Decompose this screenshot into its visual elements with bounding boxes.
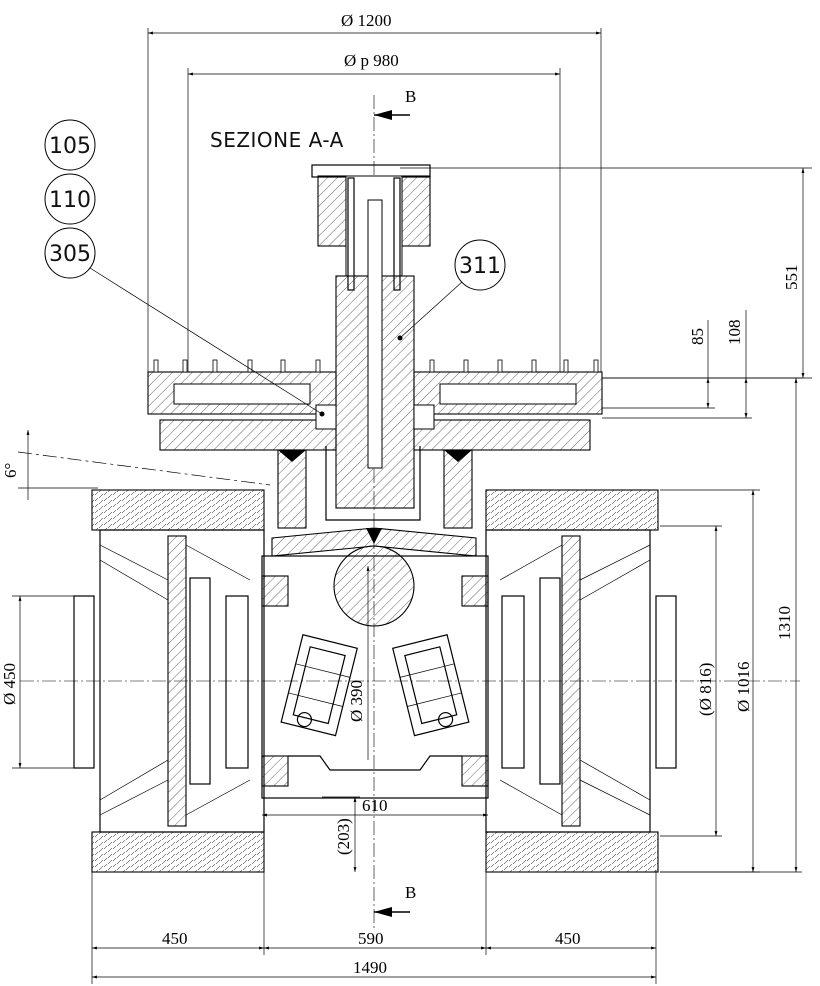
dim-height-1310 — [602, 377, 802, 873]
flange-bolt — [429, 359, 435, 373]
dim-height-203-label: (203) — [334, 818, 353, 855]
flange-bolt — [315, 359, 321, 373]
dim-bottom-total-label: 1490 — [353, 958, 387, 977]
balloon-311 — [397, 239, 506, 341]
dim-width-610-label: 610 — [362, 796, 388, 815]
dim-height-203 — [322, 796, 360, 872]
dim-angle-label: 6° — [1, 463, 20, 478]
balloon-311-label: 311 — [459, 254, 501, 279]
dim-bottom-mid-label: 590 — [358, 929, 384, 948]
balloon-305-label: 305 — [49, 242, 91, 267]
central-housing — [261, 527, 489, 799]
flange-bolt — [153, 359, 159, 373]
flange-bolt — [563, 359, 569, 373]
dim-top-pitch-label: Ø p 980 — [344, 51, 399, 70]
dim-bottom-right-label: 450 — [555, 929, 581, 948]
flange-bolt — [212, 359, 218, 373]
section-marker-bottom-label: B — [405, 883, 416, 902]
balloon-110 — [44, 173, 96, 225]
dim-dia-1016 — [660, 489, 760, 873]
spindle-legs — [277, 449, 473, 529]
top-flange — [147, 359, 603, 451]
dim-top-pitch — [187, 68, 561, 372]
flange-bolt — [593, 359, 599, 373]
section-marker-top — [374, 110, 410, 120]
flange-bolt — [247, 359, 253, 373]
flange-bolt — [182, 359, 188, 373]
section-title: SEZIONE A-A — [210, 128, 344, 152]
dim-dia-450-label: Ø 450 — [0, 663, 19, 705]
dim-height-551-label: 551 — [782, 265, 801, 291]
right-wheel — [485, 489, 677, 873]
dim-dia-450 — [12, 595, 80, 769]
dim-dia-1016-label: Ø 1016 — [734, 661, 753, 712]
dim-height-108-label: 108 — [725, 320, 744, 346]
dim-top-outer — [147, 28, 602, 372]
dim-dia-390-label: Ø 390 — [347, 680, 366, 722]
dim-height-85 — [602, 320, 715, 409]
balloon-110-label: 110 — [49, 188, 91, 213]
section-marker-bottom — [374, 907, 410, 917]
dim-dia-816 — [660, 525, 722, 837]
left-motor — [280, 633, 358, 737]
flange-bolt — [280, 359, 286, 373]
section-marker-top-label: B — [405, 87, 416, 106]
dim-height-1310-label: 1310 — [775, 606, 794, 640]
right-motor — [392, 633, 470, 737]
dim-height-85-label: 85 — [688, 328, 707, 345]
balloon-105 — [44, 119, 96, 171]
flange-bolt — [497, 359, 503, 373]
left-wheel — [73, 489, 265, 873]
balloon-305 — [44, 227, 325, 417]
shaft-311 — [325, 199, 421, 521]
flange-bolt — [463, 359, 469, 373]
balloon-105-label: 105 — [49, 134, 91, 159]
dim-bottom-chain — [91, 870, 657, 984]
dim-height-108 — [602, 310, 752, 419]
dim-dia-816-label: (Ø 816) — [696, 663, 715, 716]
dim-top-outer-label: Ø 1200 — [341, 11, 392, 30]
dim-bottom-left-label: 450 — [162, 929, 188, 948]
flange-bolt — [531, 359, 537, 373]
dim-angle — [17, 430, 271, 500]
